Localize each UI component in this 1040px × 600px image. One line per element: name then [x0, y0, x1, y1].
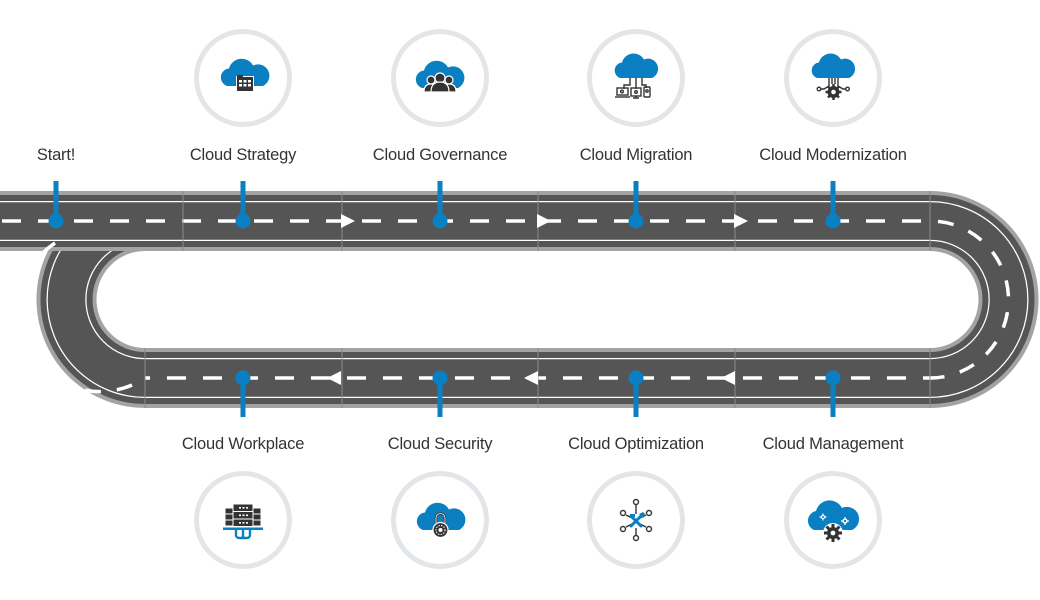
milestone-cloud-optimization[interactable] — [587, 471, 685, 569]
pin-stem-migration — [633, 181, 639, 221]
milestone-cloud-workplace[interactable] — [194, 471, 292, 569]
arrow-right-icon — [537, 214, 551, 228]
arrow-left-icon — [721, 371, 735, 385]
cloud-devices-icon — [614, 53, 659, 99]
label-cloud-workplace: Cloud Workplace — [181, 435, 305, 453]
milestone-cloud-migration[interactable] — [587, 29, 685, 127]
pin-dot-migration — [628, 213, 644, 229]
arrow-right-icon — [341, 214, 355, 228]
milestone-cloud-modernization[interactable] — [784, 29, 882, 127]
cloud-folder-grid-icon — [220, 58, 270, 92]
milestone-cloud-strategy[interactable] — [194, 29, 292, 127]
pin-stem-workplace — [240, 378, 246, 417]
pin-stem-security — [437, 378, 443, 417]
pin-dot-security — [432, 370, 448, 386]
server-rack-icon — [223, 503, 263, 540]
pin-dot-modernization — [825, 213, 841, 229]
label-cloud-security: Cloud Security — [387, 435, 493, 453]
cloud-circuit-gear-icon — [811, 53, 856, 100]
cloud-people-icon — [415, 60, 465, 93]
tools-network-icon — [619, 498, 653, 542]
pin-stem-modernization — [830, 181, 836, 221]
right-curve-dashes — [929, 219, 1011, 380]
label-cloud-strategy: Cloud Strategy — [189, 146, 297, 164]
pin-stem-governance — [437, 181, 443, 221]
label-cloud-modernization: Cloud Modernization — [759, 146, 907, 164]
label-cloud-migration: Cloud Migration — [579, 146, 693, 164]
pin-dot-workplace — [235, 370, 251, 386]
pin-dot-governance — [432, 213, 448, 229]
pin-dot-optimization — [628, 370, 644, 386]
label-cloud-governance: Cloud Governance — [372, 146, 508, 164]
label-cloud-optimization: Cloud Optimization — [568, 435, 704, 453]
start-label: Start! — [36, 146, 76, 164]
pin-dot-strategy — [235, 213, 251, 229]
milestone-cloud-management[interactable] — [784, 471, 882, 569]
pin-dot-management — [825, 370, 841, 386]
pin-stem-optimization — [633, 378, 639, 417]
cloud-gears-icon — [807, 500, 860, 543]
pin-stem-start — [53, 181, 59, 221]
milestone-cloud-governance[interactable] — [391, 29, 489, 127]
left-curve-dashes — [17, 241, 146, 394]
pin-stem-management — [830, 378, 836, 417]
arrow-left-icon — [327, 371, 341, 385]
pin-dot-start — [48, 213, 64, 229]
milestone-cloud-security[interactable] — [391, 471, 489, 569]
pin-stem-strategy — [240, 181, 246, 221]
cloud-lock-icon — [416, 502, 466, 539]
arrow-left-icon — [524, 371, 538, 385]
label-cloud-management: Cloud Management — [762, 435, 904, 453]
arrow-right-icon — [734, 214, 748, 228]
